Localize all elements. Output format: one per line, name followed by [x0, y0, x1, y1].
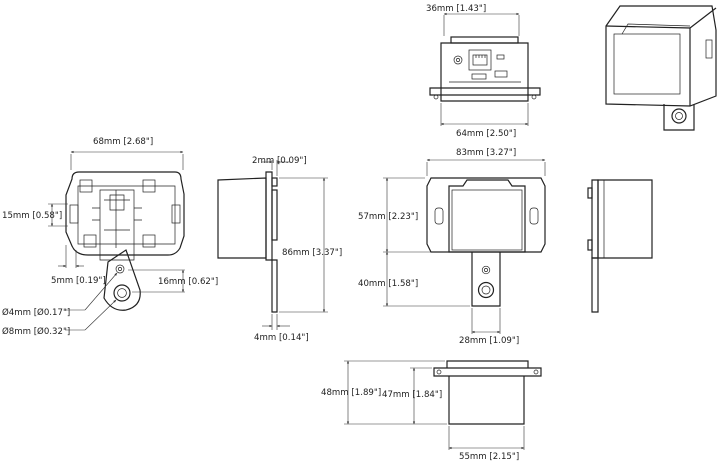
dim-15-label: 15mm [0.58"]	[2, 211, 62, 221]
iso-mount-hole	[671, 108, 687, 124]
back-slot-right	[171, 204, 181, 224]
side-view-tab	[271, 259, 278, 313]
bottom-view-body	[448, 376, 525, 425]
dim-47-label: 47mm [1.84"]	[382, 390, 442, 400]
dim-4-label: 4mm [0.14"]	[254, 333, 309, 343]
reset-button-icon	[494, 70, 508, 78]
dim-68-label: 68mm [2.68"]	[93, 137, 153, 147]
bottom-view-flange	[433, 367, 542, 377]
right-side-view	[587, 179, 653, 313]
front-slot-left	[434, 207, 444, 225]
back-corner-bl	[83, 234, 97, 248]
front-mount-tab	[471, 252, 501, 307]
usb-port-icon	[471, 73, 487, 80]
back-hole-large	[113, 284, 131, 302]
bottom-view-top	[446, 360, 529, 368]
front-view-body	[426, 177, 546, 253]
dim-28-label: 28mm [1.09"]	[459, 336, 519, 346]
dim-64-label: 64mm [2.50"]	[456, 129, 516, 139]
dim-57-label: 57mm [2.23"]	[358, 212, 418, 222]
bottom-view: 48mm [1.89"] 47mm [1.84"] 55mm [2.15"]	[321, 360, 542, 462]
dim-5-label: 5mm [0.19"]	[51, 276, 106, 286]
dim-16-label: 16mm [0.62"]	[158, 277, 218, 287]
back-corner-tl	[79, 179, 93, 193]
dim-55-label: 55mm [2.15"]	[459, 452, 519, 462]
dim-86-label: 86mm [3.37"]	[282, 248, 342, 258]
front-view-face	[448, 179, 526, 253]
dim-hole4-label: Ø4mm [Ø0.17"]	[2, 307, 70, 318]
side-view: 2mm [0.09"] 86mm [3.37"] 4mm [0.14"]	[217, 156, 342, 343]
back-corner-br	[142, 234, 156, 248]
iso-front-face	[613, 33, 681, 95]
iso-side-slot	[705, 39, 713, 59]
back-hole-small	[115, 264, 125, 274]
back-mount-tab	[103, 249, 141, 311]
top-view-flange-hole-left	[433, 94, 439, 100]
dim-36-label: 36mm [1.43"]	[426, 4, 486, 14]
back-slot-left	[69, 204, 79, 224]
top-view: 36mm [1.43"] 64mm [2.50"]	[426, 4, 541, 139]
back-view-body	[65, 171, 185, 256]
front-view: 83mm [3.27"] 57mm [2.23"] 40mm [1.58"] 2…	[358, 148, 546, 346]
dim-83-label: 83mm [3.27"]	[456, 148, 516, 158]
ethernet-port-icon	[468, 49, 492, 71]
isometric-view	[605, 5, 717, 131]
front-view-window	[451, 189, 523, 251]
iso-outline	[605, 5, 717, 107]
back-view: 68mm [2.68"] 15mm [0.58"] 5mm [0.19"] 16…	[2, 137, 218, 337]
dim-40-label: 40mm [1.58"]	[358, 279, 418, 289]
front-hole-small	[481, 265, 491, 275]
front-hole-large	[477, 281, 495, 299]
top-view-base	[440, 94, 529, 102]
power-jack-icon	[453, 55, 463, 65]
front-slot-right	[529, 207, 539, 225]
top-view-flanges	[429, 87, 541, 96]
right-side-tab	[591, 257, 599, 313]
dim-48-label: 48mm [1.89"]	[321, 388, 381, 398]
back-corner-tr	[142, 179, 156, 193]
top-view-flange-hole-right	[531, 94, 537, 100]
right-side-body	[597, 179, 653, 259]
iso-mount-tab	[663, 104, 695, 131]
dim-2-label: 2mm [0.09"]	[252, 156, 307, 166]
top-view-cap	[450, 36, 519, 44]
led-indicator-icon	[496, 54, 505, 60]
dim-hole8-label: Ø8mm [Ø0.32"]	[2, 326, 70, 337]
side-view-body	[217, 177, 267, 259]
